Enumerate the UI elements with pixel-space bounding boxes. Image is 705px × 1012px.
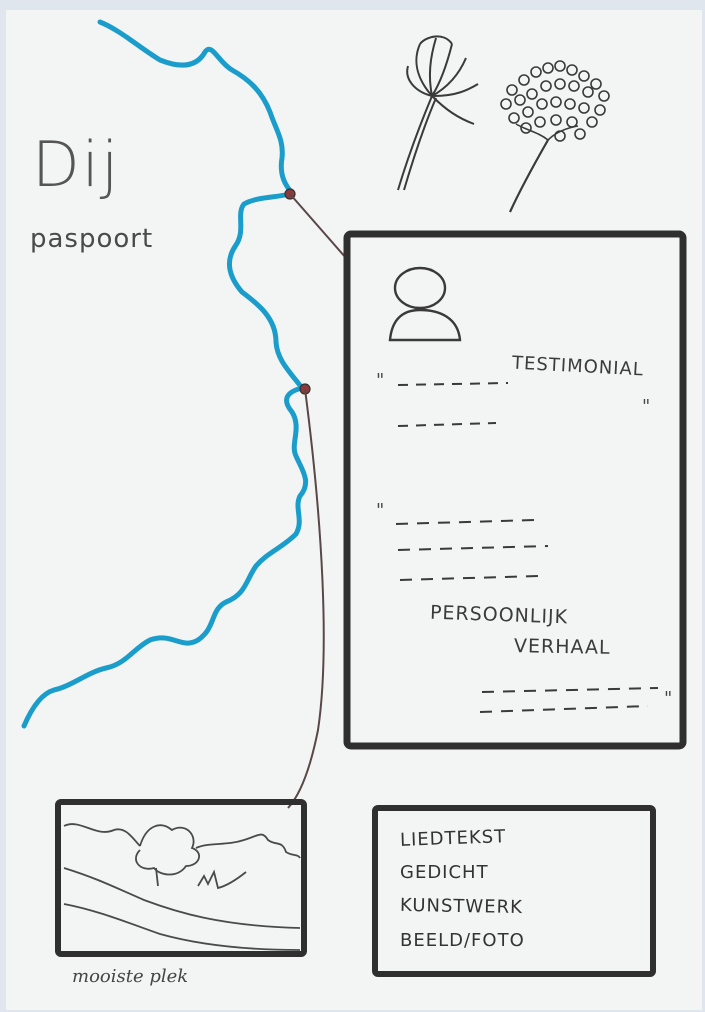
media-item-artwork[interactable]: KUNSTWERK	[400, 895, 523, 918]
media-item-poem[interactable]: GEDICHT	[400, 862, 489, 883]
quote-open-mark: "	[376, 370, 384, 391]
story-label-line-2: VERHAAL	[514, 635, 611, 659]
page-title: paspoort	[30, 224, 153, 254]
quote-open-mark: "	[376, 500, 384, 521]
media-item-image[interactable]: BEELD/FOTO	[400, 930, 525, 951]
photo-caption: mooiste plek	[72, 966, 188, 987]
quote-close-mark: "	[642, 396, 650, 417]
logo-text: Dij	[32, 128, 120, 201]
quote-close-mark: "	[664, 688, 672, 709]
media-item-lyrics[interactable]: LIEDTEKST	[400, 826, 507, 851]
